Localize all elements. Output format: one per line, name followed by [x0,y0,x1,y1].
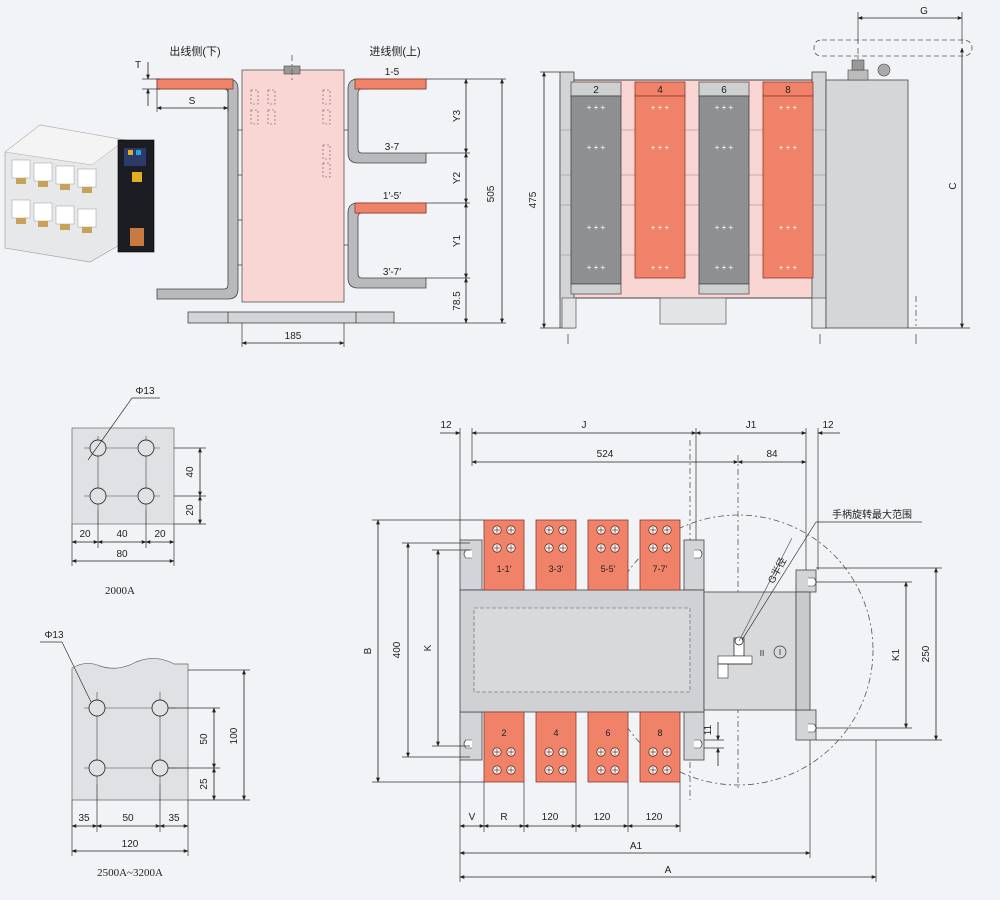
terminal-label-top-3: 3-3′ [549,564,564,574]
svg-text:+ + +: + + + [651,143,670,152]
dim-R: R [500,812,507,823]
side-view-drawing [142,55,506,347]
dim-120-c: 120 [646,812,663,823]
front-view-drawing: + + + + + + + + + + + + + + + + + + + + … [540,12,973,344]
dim-S: S [189,96,196,107]
svg-text:+ + +: + + + [715,103,734,112]
position-I: I [779,648,781,657]
dim-12-left: 12 [440,420,452,431]
pattern-2000-dim-80: 80 [116,549,128,560]
label-incoming-side: 进线侧(上) [369,44,420,58]
dim-A1: A1 [630,841,643,852]
dim-475: 475 [528,191,539,208]
dim-250: 250 [921,645,932,662]
dim-84: 84 [766,449,778,460]
dim-C: C [948,182,959,189]
dim-J: J [582,420,587,431]
svg-text:+ + +: + + + [715,263,734,272]
dim-K1: K1 [891,648,902,661]
pattern-3200-phi: Φ13 [44,630,64,641]
pattern-3200-caption: 2500A~3200A [97,867,163,879]
dim-12-right: 12 [822,420,834,431]
dim-400: 400 [392,641,403,658]
svg-text:+ + +: + + + [779,103,798,112]
terminal-label-bottom-6: 6 [605,728,610,738]
svg-text:+ + +: + + + [651,263,670,272]
term-1-5: 1-5 [385,67,400,78]
terminal-label-bottom-2: 2 [501,728,506,738]
pattern-2000-caption: 2000A [105,585,135,597]
dim-Y2: Y2 [452,171,463,184]
terminal-label-bottom-8: 8 [657,728,662,738]
svg-text:+ + +: + + + [587,143,606,152]
svg-text:+ + +: + + + [779,143,798,152]
pattern-2000-phi: Φ13 [135,386,155,397]
plan-view-dimensions [372,428,942,882]
dim-Y3: Y3 [452,109,463,122]
dim-Y1: Y1 [452,234,463,247]
svg-text:+ + +: + + + [779,263,798,272]
dim-120-b: 120 [594,812,611,823]
terminal-label-top-1: 1-1′ [497,564,512,574]
svg-text:+ + +: + + + [587,223,606,232]
pattern-2000-dim-40h: 40 [116,529,128,540]
dim-K: K [423,644,434,651]
pattern-3200-dim-50v: 50 [199,733,210,745]
dim-G: G [920,6,928,17]
pattern-3200-dim-120: 120 [122,839,139,850]
pattern-3200-dim-25v: 25 [199,778,210,790]
svg-text:+ + +: + + + [587,103,606,112]
plan-view-drawing [459,440,874,800]
position-II: II [760,649,764,658]
dim-V: V [469,812,476,823]
term-3-7: 3-7 [385,142,400,153]
terminal-bolts [492,525,672,775]
terminal-label-top-7: 7-7′ [653,564,668,574]
svg-text:+ + +: + + + [651,103,670,112]
hole-pattern-3200a [40,641,250,856]
pattern-3200-dim-35b: 35 [168,813,180,824]
pole-label-2: 2 [593,85,599,96]
dim-A: A [665,865,672,876]
dim-J1: J1 [746,420,757,431]
hole-pattern-2000a [71,397,206,566]
svg-text:+ + +: + + + [715,143,734,152]
pole-label-4: 4 [657,85,663,96]
dim-505: 505 [486,185,497,202]
dim-11: 11 [703,724,714,735]
pole-label-6: 6 [721,85,727,96]
dim-524: 524 [597,449,614,460]
dim-B: B [363,647,374,654]
svg-text:+ + +: + + + [715,223,734,232]
pattern-3200-dim-100: 100 [229,727,240,744]
svg-text:+ + +: + + + [779,223,798,232]
handle-range-note: 手柄旋转最大范围 [832,508,912,521]
pole-label-8: 8 [785,85,791,96]
svg-text:+ + +: + + + [587,263,606,272]
terminal-label-top-5: 5-5′ [601,564,616,574]
dim-T: T [135,60,141,71]
dim-78-5: 78.5 [452,291,463,311]
dim-120-a: 120 [542,812,559,823]
pattern-3200-dim-50h: 50 [122,813,134,824]
pattern-2000-dim-20v: 20 [185,504,196,516]
label-outgoing-side: 出线侧(下) [169,44,220,58]
terminal-label-bottom-4: 4 [553,728,558,738]
product-photo [4,124,155,263]
dim-185: 185 [285,331,302,342]
term-1p-5p: 1′-5′ [383,191,401,202]
pattern-2000-dim-20b: 20 [154,529,166,540]
svg-text:+ + +: + + + [651,223,670,232]
pattern-2000-dim-20a: 20 [79,529,91,540]
pattern-3200-dim-35a: 35 [78,813,90,824]
pattern-2000-dim-40v: 40 [185,466,196,478]
term-3p-7p: 3′-7′ [383,267,401,278]
